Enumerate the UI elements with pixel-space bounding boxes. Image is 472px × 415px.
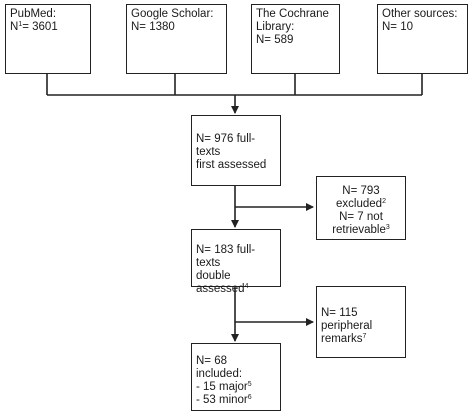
first-assessed-count: N= 976 full-texts [196, 133, 256, 158]
peripheral-label: remarks7 [321, 333, 367, 345]
included-major: - 15 major5 [196, 381, 252, 393]
source-other-label: Other sources: [382, 8, 458, 20]
source-cochrane-label-2: Library: [256, 21, 295, 33]
double-assessed-box: N= 183 full-texts double assessed4 [191, 229, 281, 295]
not-retrievable-count: N= 7 not [339, 211, 383, 223]
double-assessed-count: N= 183 full-texts [196, 244, 256, 269]
source-pubmed-label: PubMed: [10, 8, 57, 20]
source-other-count: N= 10 [382, 21, 414, 33]
source-other: Other sources: N= 10 [377, 4, 468, 74]
source-cochrane-count: N= 589 [256, 34, 294, 46]
source-google-scholar-count: N= 1380 [131, 21, 175, 33]
double-assessed-label: double assessed4 [196, 270, 249, 295]
footnote-6: 6 [247, 394, 252, 401]
first-assessed-box: N= 976 full-texts first assessed [191, 115, 281, 186]
footnote-1: 1 [18, 21, 23, 28]
not-retrievable-label: retrievable3 [332, 224, 390, 236]
excluded-count: N= 793 excluded2 [336, 185, 386, 210]
included-count: N= 68 included: [196, 355, 243, 380]
source-google-scholar-label: Google Scholar: [131, 8, 214, 20]
source-pubmed-count: N1= 3601 [10, 21, 58, 33]
peripheral-remarks-box: N= 115 peripheral remarks7 [316, 286, 406, 358]
peripheral-count: N= 115 peripheral [321, 307, 373, 332]
footnote-3: 3 [385, 224, 390, 231]
source-google-scholar: Google Scholar: N= 1380 [126, 4, 227, 74]
excluded-box: N= 793 excluded2 N= 7 not retrievable3 [316, 176, 406, 240]
included-box: N= 68 included: - 15 major5 - 53 minor6 [191, 343, 281, 411]
footnote-7: 7 [362, 333, 367, 340]
footnote-2: 2 [382, 198, 386, 205]
source-cochrane-label: The Cochrane [256, 8, 329, 20]
footnote-5: 5 [247, 381, 252, 388]
source-pubmed: PubMed: N1= 3601 [5, 4, 91, 74]
first-assessed-label: first assessed [196, 159, 267, 171]
included-minor: - 53 minor6 [196, 394, 252, 406]
footnote-4: 4 [244, 283, 249, 290]
source-cochrane-library: The Cochrane Library: N= 589 [251, 4, 340, 74]
